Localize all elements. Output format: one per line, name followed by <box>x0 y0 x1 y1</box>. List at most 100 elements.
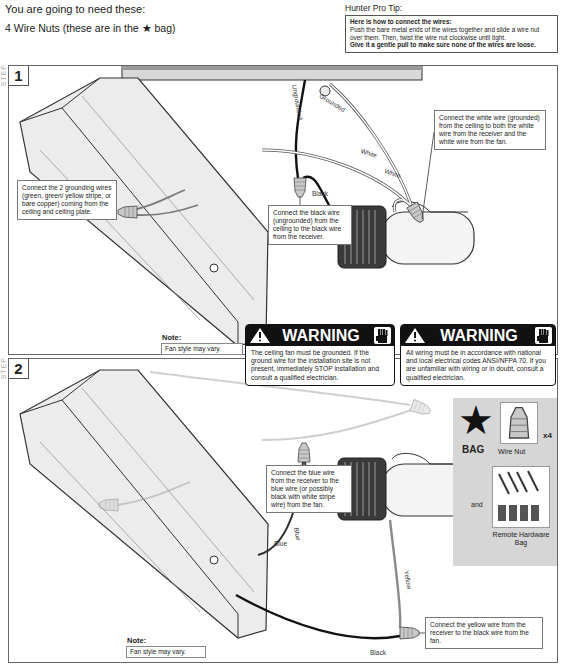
note-text: Fan style may vary. <box>165 345 239 353</box>
box-text: Connect the blue wire from the receiver … <box>271 469 347 509</box>
wire-label: Black <box>312 190 328 198</box>
tip-body: Push the bare metal ends of the wires to… <box>350 26 553 42</box>
anchor-icon <box>498 505 506 521</box>
step-panel: 2★BAGandWire Nutx4Remote Hardware BagCon… <box>8 358 558 663</box>
box-text: Connect the yellow wire from the receive… <box>430 621 538 645</box>
item-label: Wire Nut <box>498 447 525 456</box>
white-wire <box>330 84 411 204</box>
warning-text: All wiring must be in accordance with na… <box>401 346 555 385</box>
wire-label: Yellow <box>402 570 413 590</box>
anchor-icon <box>509 505 517 521</box>
exclamation-mark <box>414 332 416 338</box>
white-wire-fill <box>262 84 412 212</box>
hand-icon <box>537 336 540 341</box>
wire-nut <box>298 443 310 462</box>
exclamation-mark <box>259 340 261 342</box>
note-heading: Note: <box>127 636 146 645</box>
faded-wire <box>262 410 412 440</box>
white-wire <box>262 150 410 205</box>
box-text: Connect the white wire (grounded) from t… <box>439 114 541 146</box>
black-wire <box>236 595 400 638</box>
anchor-icon <box>520 505 528 521</box>
hand-icon <box>539 335 548 343</box>
pro-tip-box: Hunter Pro Tip:Here is how to connect th… <box>345 15 558 53</box>
white-wire <box>262 150 410 205</box>
leader-line <box>300 197 301 205</box>
wire-nut <box>400 627 419 639</box>
hand-icon <box>544 329 546 336</box>
faded-nut <box>99 499 118 511</box>
tip-subheading: Here is how to connect the wires: <box>350 18 553 26</box>
hand-icon <box>376 336 379 341</box>
receiver <box>338 201 474 268</box>
wire-nut-box: Wire Nutx4 <box>500 402 538 444</box>
ground-wire <box>137 190 185 209</box>
bag-icons <box>498 408 539 521</box>
box-text: Connect the black wire (ungrounded) from… <box>273 209 347 241</box>
warning-triangle <box>250 328 270 343</box>
bag-label: BAG <box>462 444 484 456</box>
hand-icon <box>547 330 549 336</box>
step-number: 2 <box>9 359 29 379</box>
note-box: Note:Fan style may vary. <box>161 343 243 355</box>
callout-box: Connect the 2 grounding wires (green, gr… <box>17 180 117 220</box>
hand-icon <box>386 330 388 336</box>
wire-label: Black <box>370 649 386 657</box>
hand-icon <box>374 327 391 344</box>
fan-canopy <box>20 370 268 638</box>
hand-icon <box>378 335 387 343</box>
page-title: You are going to need these: <box>5 3 145 15</box>
fan-canopy <box>20 78 268 346</box>
hand-icon <box>378 329 380 336</box>
callout-box: Connect the black wire (ungrounded) from… <box>268 205 352 245</box>
faded-ground <box>99 482 190 511</box>
white-wire-outline <box>262 84 412 212</box>
wire-label: White <box>383 167 401 180</box>
wire-label: Grounded <box>318 92 347 114</box>
screw-icon <box>499 474 509 494</box>
screw-icon <box>508 472 518 492</box>
hand-icon <box>539 329 541 336</box>
mounting-bracket <box>122 66 422 80</box>
and-text: and <box>471 500 483 509</box>
wire-label: Ungrounded <box>290 84 304 121</box>
step-tab: STEP <box>0 64 8 86</box>
yellow-wire <box>390 520 400 628</box>
step2-art <box>20 370 474 639</box>
warning-text: The ceiling fan must be grounded. If the… <box>246 346 394 385</box>
ground-wire <box>137 205 198 215</box>
quantity-label: x4 <box>543 431 552 441</box>
exclamation-mark <box>414 340 416 342</box>
faded-wire <box>118 482 190 505</box>
wire-nut <box>294 178 306 197</box>
bag-panel: ★BAGandWire Nutx4Remote Hardware Bag <box>453 398 557 566</box>
step-panel: 1Connect the white wire (grounded) from … <box>8 65 558 355</box>
warning-box: WARNINGThe ceiling fan must be grounded.… <box>245 324 395 386</box>
hand-icon <box>542 329 544 336</box>
note-heading: Note: <box>162 333 181 342</box>
wire-label: Blue <box>274 540 287 548</box>
wire-nut <box>118 206 137 218</box>
wire-label: White <box>360 147 378 160</box>
anchor-icon <box>531 505 539 521</box>
step-tab: STEP <box>0 357 8 379</box>
hand-icon <box>381 329 383 336</box>
white-wire <box>330 84 411 204</box>
warning-icons <box>250 327 552 344</box>
mounting-bracket <box>122 66 422 70</box>
note-text: Fan style may vary. <box>130 648 202 656</box>
item-label: Remote Hardware Bag <box>490 531 552 547</box>
warning-heading: WARNING <box>401 325 555 346</box>
callout-box: Connect the blue wire from the receiver … <box>266 465 352 513</box>
callout-box: Connect the white wire (grounded) from t… <box>434 110 546 150</box>
faded-nut <box>410 399 432 417</box>
warning-heading: WARNING <box>246 325 394 346</box>
hardware-bag-box: Remote Hardware Bag <box>492 466 550 528</box>
exclamation-mark <box>259 332 261 338</box>
warning-triangle <box>405 328 425 343</box>
wire-nut-icon <box>509 408 528 438</box>
tip-heading: Hunter Pro Tip: <box>345 3 402 13</box>
star-symbol: ★ <box>458 398 494 442</box>
